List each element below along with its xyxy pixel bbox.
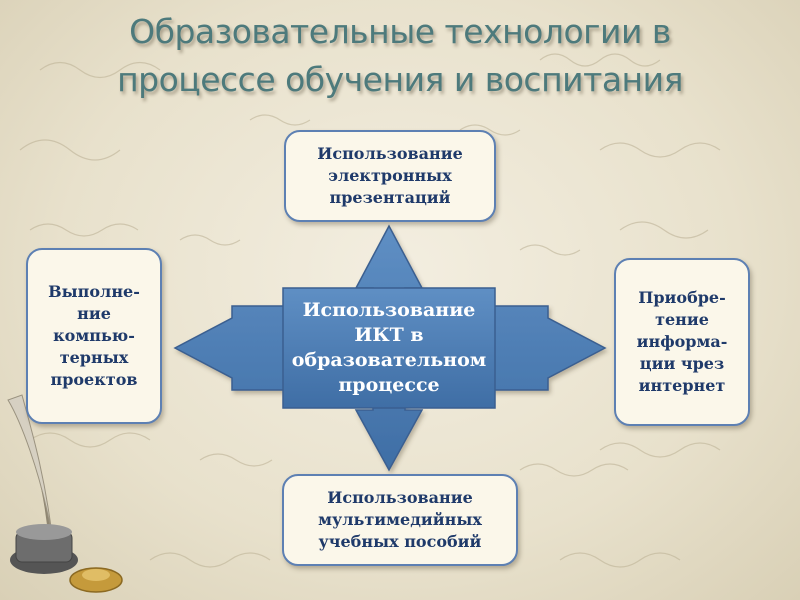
center-line-3: образовательном [291, 349, 487, 371]
center-line-1: Использование [302, 299, 476, 321]
center-line-2: ИКТ в [354, 324, 424, 346]
slide-title: Образовательные технологии в процессе об… [0, 8, 800, 104]
node-right-line-2: тение [655, 310, 709, 329]
node-right-line-1: Приобре- [638, 288, 726, 307]
center-label: Использование ИКТ в образовательном проц… [283, 288, 495, 408]
title-line-2: процессе обучения и воспитания [117, 60, 683, 99]
node-right-line-4: ции чрез [639, 354, 725, 373]
node-top: Использование электронных презентаций [284, 130, 496, 222]
node-right-line-5: интернет [638, 376, 726, 395]
node-left: Выполне- ние компью- терных проектов [26, 248, 162, 424]
node-top-line-2: электронных [328, 166, 452, 185]
node-left-line-4: терных [59, 348, 129, 367]
node-left-line-5: проектов [50, 370, 138, 389]
center-line-4: процессе [338, 374, 440, 396]
quill-and-inkwell-icon [7, 394, 123, 593]
title-line-1: Образовательные технологии в [129, 12, 671, 51]
node-bottom: Использование мультимедийных учебных пос… [282, 474, 518, 566]
node-left-line-3: компью- [53, 326, 135, 345]
center-box [282, 287, 496, 409]
node-right-line-3: информа- [636, 332, 728, 351]
node-left-line-1: Выполне- [48, 282, 140, 301]
node-bottom-line-3: учебных пособий [318, 532, 482, 551]
node-bottom-line-2: мультимедийных [318, 510, 482, 529]
node-left-line-2: ние [77, 304, 111, 323]
node-right: Приобре- тение информа- ции чрез интерне… [614, 258, 750, 426]
node-bottom-line-1: Использование [327, 488, 473, 507]
node-top-line-1: Использование [317, 144, 463, 163]
node-top-line-3: презентаций [329, 188, 451, 207]
